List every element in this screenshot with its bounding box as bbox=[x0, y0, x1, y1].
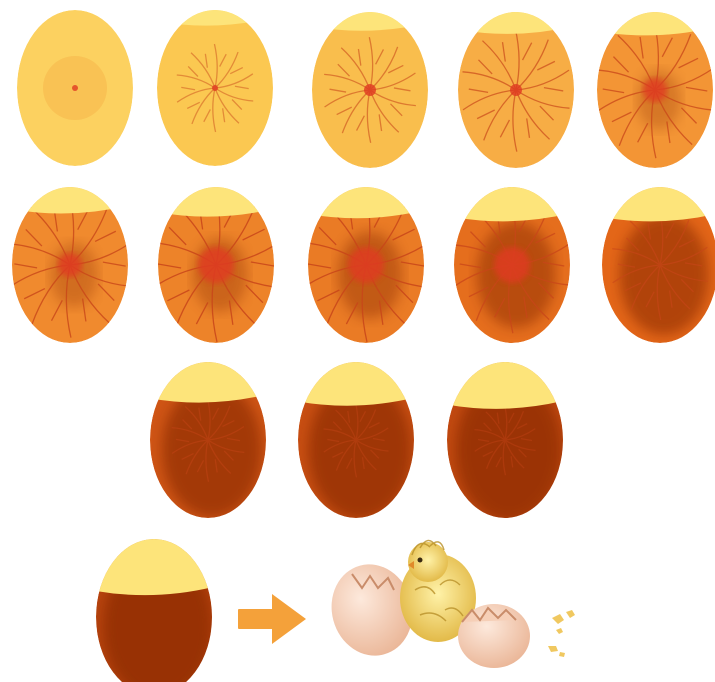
egg-stage bbox=[17, 10, 133, 166]
egg-stage bbox=[453, 7, 579, 168]
egg-stage bbox=[307, 7, 433, 168]
egg-stage bbox=[293, 357, 419, 519]
egg-stage bbox=[145, 357, 271, 518]
egg-stage bbox=[299, 182, 433, 343]
egg-stage bbox=[442, 357, 568, 522]
egg-stage bbox=[592, 7, 715, 168]
egg-stage bbox=[7, 182, 133, 343]
egg-stage bbox=[149, 182, 283, 343]
egg-stage bbox=[152, 5, 278, 166]
egg-stage bbox=[91, 534, 217, 682]
arrow-right-icon bbox=[238, 594, 306, 644]
hatched-chick-illustration bbox=[321, 540, 575, 668]
egg-stage bbox=[597, 182, 715, 343]
egg-stage bbox=[449, 182, 575, 343]
